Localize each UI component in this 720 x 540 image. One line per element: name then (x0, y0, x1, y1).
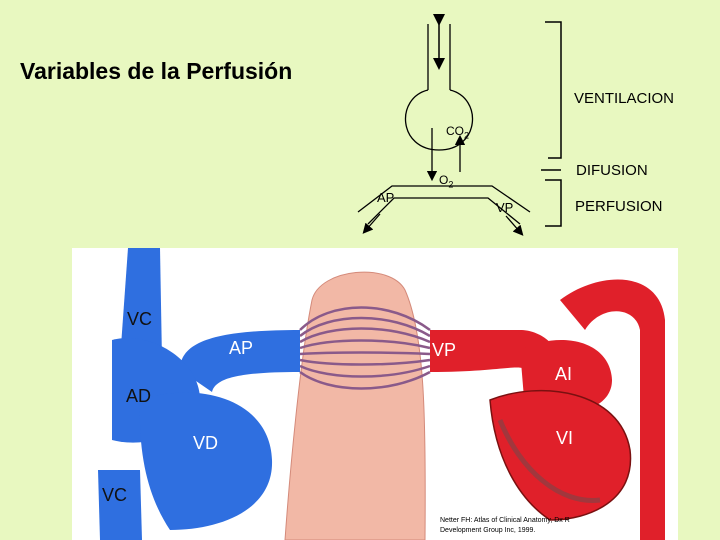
citation-line-2: Development Group Inc, 1999. (440, 527, 536, 534)
co2-text: CO (446, 124, 464, 138)
heart-circulation-figure (72, 248, 678, 540)
heart-wall-shading (497, 419, 601, 503)
o2-subscript: 2 (448, 179, 454, 190)
ventilation-schematic (357, 14, 562, 236)
lung-vessel-bundle (299, 306, 431, 390)
ap-flow-arrow (362, 213, 381, 234)
right-ventricle (139, 392, 273, 530)
vp-label: VP (432, 340, 457, 360)
schematic-vp-label: VP (496, 200, 514, 215)
superior-vena-cava (120, 248, 162, 360)
ap-label: AP (229, 338, 254, 358)
vi-label: VI (556, 428, 574, 448)
inferior-vena-cava (98, 470, 142, 540)
ventilacion-label: VENTILACION (574, 90, 675, 107)
capillary-upper (357, 185, 531, 213)
vd-label: VD (193, 433, 219, 453)
co2-subscript: 2 (464, 130, 470, 141)
vc-top-label: VC (127, 309, 153, 329)
left-ventricle (489, 389, 632, 521)
difusion-label: DIFUSION (576, 162, 648, 179)
ao-label: Ao (524, 302, 547, 322)
perfusion-bracket (545, 179, 562, 227)
co2-label: CO2 (446, 124, 469, 140)
ad-label: AD (126, 386, 152, 406)
ai-label: AI (555, 364, 573, 384)
perfusion-label: PERFUSION (575, 198, 663, 215)
vp-flow-arrow (505, 215, 524, 236)
o2-text: O (439, 173, 449, 187)
capillary-lower (367, 197, 521, 225)
aortic-arch (560, 279, 665, 540)
lung-tissue (284, 271, 426, 540)
heart-illustration (98, 248, 665, 540)
ventilacion-bracket (545, 21, 562, 159)
slide-title: Variables de la Perfusión (20, 58, 293, 84)
pulmonary-artery (180, 330, 300, 392)
schematic-ap-label: AP (377, 190, 395, 205)
vc-bottom-label: VC (102, 485, 128, 505)
alveolus-outline (404, 89, 474, 151)
o2-label: O2 (439, 173, 453, 189)
citation-line-1: Netter FH: Atlas of Clinical Anatomy, Dx… (440, 517, 570, 524)
citation: Netter FH: Atlas of Clinical Anatomy, Dx… (440, 516, 570, 536)
